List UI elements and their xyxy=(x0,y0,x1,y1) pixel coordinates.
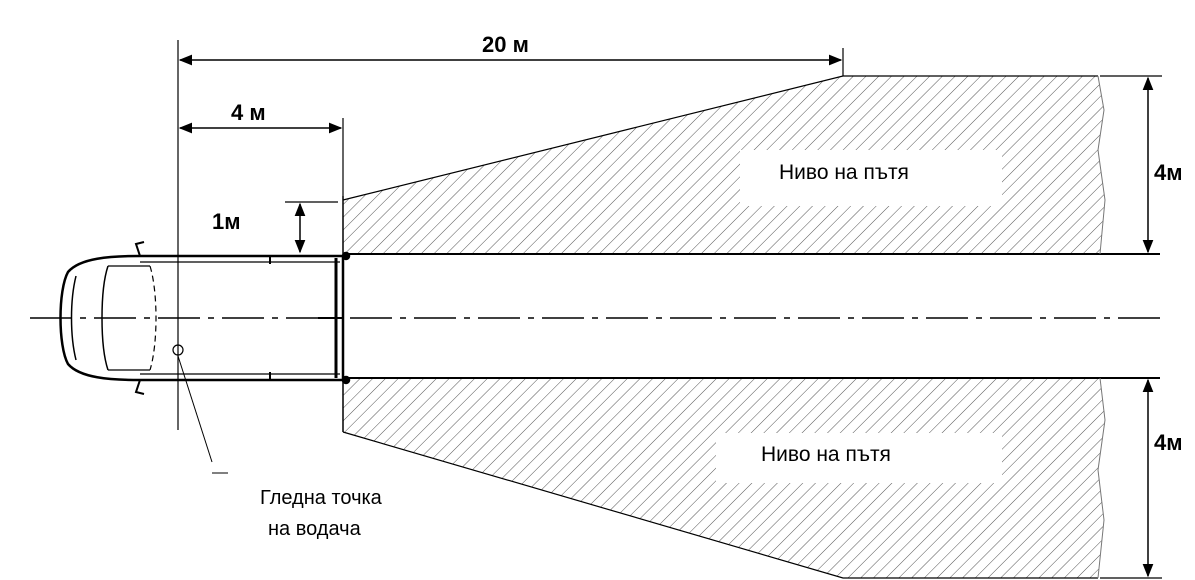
road-level-label-bottom: Ниво на пътя xyxy=(757,443,895,467)
label-1m: 1м xyxy=(212,209,241,234)
dimension-4m-bottom xyxy=(1100,378,1162,579)
vehicle-top-view xyxy=(59,241,351,395)
eye-point-label-line1: Гледна точка xyxy=(260,487,382,509)
label-4m-top: 4м xyxy=(1154,160,1183,185)
dimension-4m-top xyxy=(1100,75,1162,254)
label-4m-bottom: 4м xyxy=(1154,430,1183,455)
label-20m: 20 м xyxy=(482,32,529,57)
upper-road-zone xyxy=(342,75,1160,255)
eye-point-label-line2: на водача xyxy=(268,518,361,540)
label-4m: 4 м xyxy=(231,100,266,125)
road-level-label-top: Ниво на пътя xyxy=(775,161,913,185)
driver-eye-point-marker xyxy=(172,344,228,474)
dimension-1m xyxy=(285,201,338,254)
